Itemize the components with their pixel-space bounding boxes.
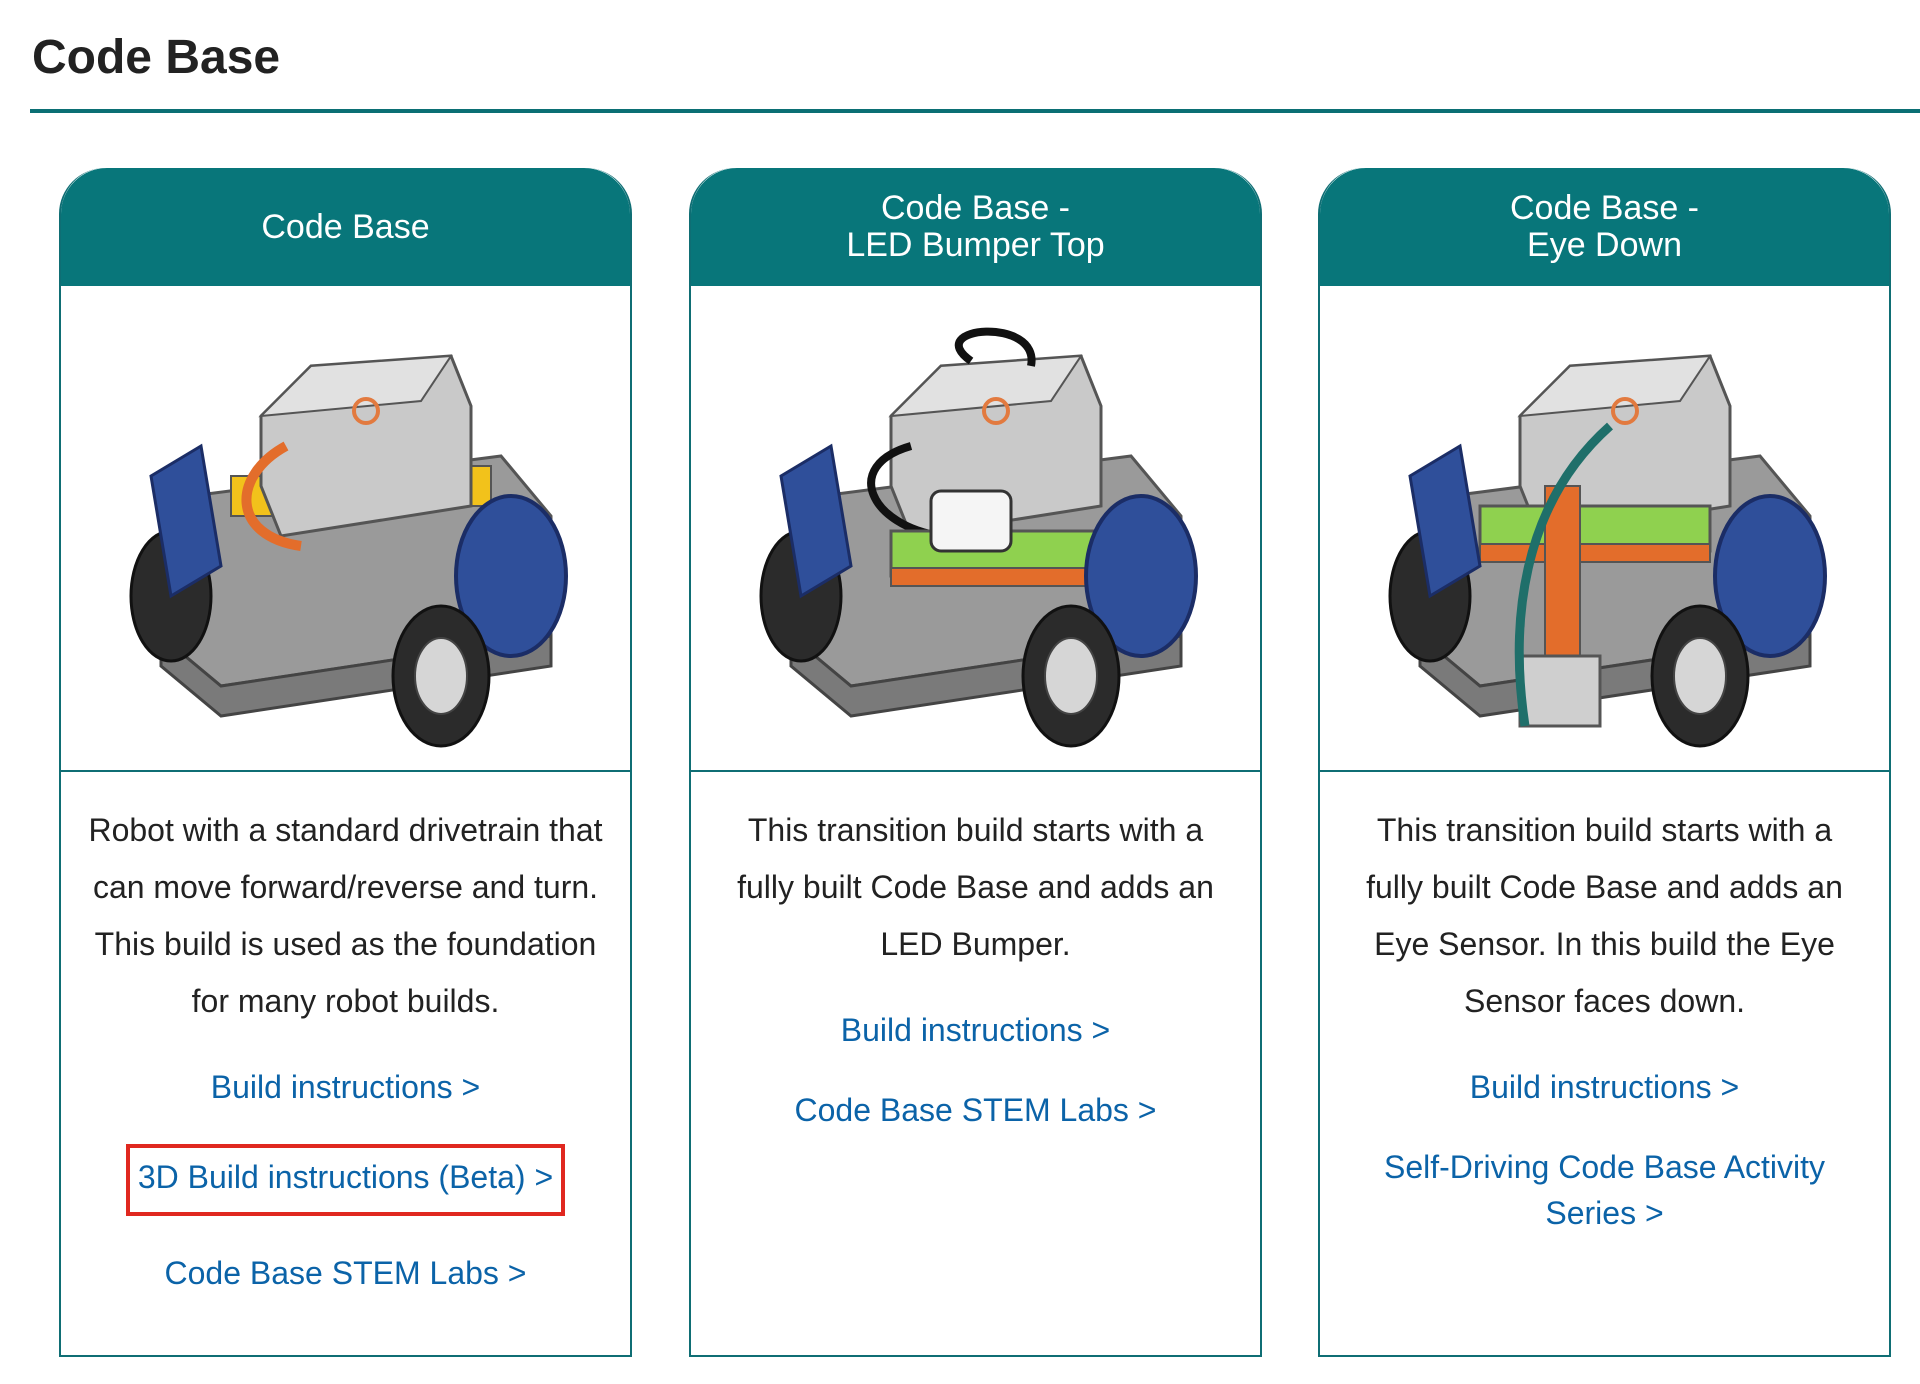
card-header-line-2: Eye Down xyxy=(1527,226,1682,264)
card-body: This transition build starts with a full… xyxy=(691,772,1260,1133)
section-title: Code Base xyxy=(32,31,281,84)
card-header-title: Code Base xyxy=(261,207,430,246)
build-instructions-link[interactable]: Build instructions > xyxy=(840,1012,1111,1048)
build-instructions-link[interactable]: Build instructions > xyxy=(1469,1069,1740,1105)
card-header-line-1: Code Base - xyxy=(881,189,1070,227)
section-divider xyxy=(30,109,1920,113)
card-image xyxy=(691,286,1260,772)
build-instructions-link[interactable]: Build instructions > xyxy=(210,1069,481,1105)
3d-build-instructions-link[interactable]: 3D Build instructions (Beta) > xyxy=(137,1159,554,1195)
card-body: Robot with a standard drivetrain that ca… xyxy=(61,772,630,1296)
robot-led-bumper-illustration xyxy=(759,327,1198,748)
code-base-stem-labs-link[interactable]: Code Base STEM Labs > xyxy=(164,1255,527,1291)
card-eye-down: Code Base - Eye Down xyxy=(1318,168,1891,1357)
card-image xyxy=(61,286,630,772)
card-description: This transition build starts with a full… xyxy=(1366,812,1843,1019)
code-base-stem-labs-link[interactable]: Code Base STEM Labs > xyxy=(794,1092,1157,1128)
card-header: Code Base - LED Bumper Top xyxy=(691,168,1260,286)
highlight-box: 3D Build instructions (Beta) > xyxy=(125,1144,566,1216)
card-header-line-1: Code Base - xyxy=(1510,189,1699,227)
card-image xyxy=(1320,286,1889,772)
card-description: Robot with a standard drivetrain that ca… xyxy=(88,812,603,1019)
card-header-line-2: LED Bumper Top xyxy=(846,226,1105,264)
robot-eye-down-illustration xyxy=(1388,354,1827,748)
card-code-base: Code Base xyxy=(59,168,632,1357)
card-header: Code Base xyxy=(61,168,630,286)
card-header: Code Base - Eye Down xyxy=(1320,168,1889,286)
robot-code-base-illustration xyxy=(129,354,568,748)
self-driving-activity-series-link[interactable]: Self-Driving Code Base Activity Series > xyxy=(1383,1149,1826,1231)
card-description: This transition build starts with a full… xyxy=(737,812,1214,962)
card-led-bumper-top: Code Base - LED Bumper Top xyxy=(689,168,1262,1357)
card-body: This transition build starts with a full… xyxy=(1320,772,1889,1236)
highlight-box-wrapper: 3D Build instructions (Beta) > xyxy=(85,1144,606,1216)
